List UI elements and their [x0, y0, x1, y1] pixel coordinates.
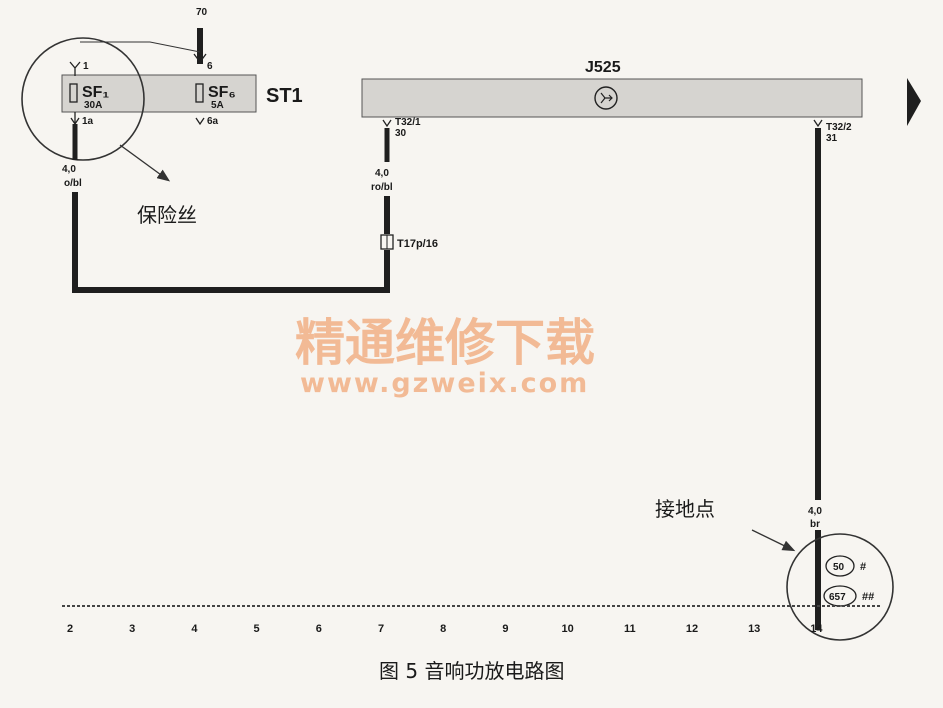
ground-point-50-id: 50 [833, 562, 845, 573]
ruler-tick-label: 6 [316, 623, 322, 635]
ground-highlight-circle [786, 533, 894, 641]
ground-point-657-id: 657 [829, 592, 846, 603]
watermark-line1: 精通维修下载 [295, 314, 595, 372]
wire-middle-gauge: 4,0 [375, 168, 389, 179]
ground-arrow [751, 529, 796, 552]
wire-top-label: 70 [196, 7, 208, 18]
wire-left-to-connector [72, 192, 390, 293]
fuse-highlight-circle [21, 37, 145, 161]
ground-point-50-mark: # [860, 561, 866, 573]
amplifier-label: J525 [585, 59, 621, 76]
pin-t32-1-num: 30 [395, 128, 407, 139]
fuse-sf1-name: SF₁ [82, 84, 109, 101]
wire-right-color: br [810, 519, 820, 530]
fuse-sf6-symbol [195, 83, 204, 103]
fuse-sf6-pin-in: 6 [207, 61, 213, 72]
ruler-tick-label: 11 [624, 623, 636, 635]
bridge-line [80, 41, 201, 53]
fuse-arrow [119, 144, 171, 182]
ruler-tick-label: 2 [67, 623, 73, 635]
ruler-ticks: 2 3 4 5 6 7 8 9 10 11 12 13 14 [67, 623, 823, 635]
amplifier-symbol-icon [594, 86, 618, 110]
fuse-sf1-pin-out: 1a [82, 116, 94, 127]
ruler-tick-label: 7 [378, 623, 384, 635]
pin-t32-1-symbol [382, 119, 392, 128]
connector-t17p-label: T17p/16 [397, 238, 438, 250]
ruler-tick-label: 14 [810, 623, 823, 635]
ruler-tick-label: 8 [440, 623, 446, 635]
amplifier-arrow-icon [600, 92, 613, 104]
pin-sf1-out-symbol [70, 112, 80, 126]
ruler-tick-label: 12 [686, 623, 698, 635]
ruler-tick-label: 3 [129, 623, 135, 635]
ground-point-657-mark: ## [862, 591, 874, 603]
pin-sf6-out-symbol [195, 117, 205, 126]
fuse-sf1-symbol [69, 83, 78, 103]
figure-caption: 图 5 音响功放电路图 [379, 659, 564, 683]
wire-middle-color: ro/bl [371, 182, 393, 193]
pin-t32-1-name: T32/1 [395, 117, 421, 128]
fuse-module-label: ST1 [266, 85, 303, 107]
ground-annotation-label: 接地点 [655, 497, 715, 521]
fuse-module-st1 [61, 74, 257, 113]
ruler-tick-label: 13 [748, 623, 760, 635]
continuation-arrow-icon [907, 78, 921, 126]
ruler-tick-label: 5 [254, 623, 260, 635]
wire-left-gauge: 4,0 [62, 164, 76, 175]
ruler-tick-label: 9 [502, 623, 508, 635]
ruler-tick-label: 10 [561, 623, 573, 635]
fuse-sf1-rating: 30A [84, 100, 102, 111]
fuse-sf6-pin-out: 6a [207, 116, 219, 127]
fuse-sf1-pin-in: 1 [83, 61, 89, 72]
pin-sf1-in-symbol [69, 61, 81, 76]
ruler-tick-label: 4 [191, 623, 198, 635]
ground-point-50 [825, 555, 855, 577]
pin-t32-2-symbol [813, 119, 823, 128]
pin-t32-2-num: 31 [826, 133, 838, 144]
pin-sf6-in-symbol [193, 53, 207, 64]
fuse-sf6-name: SF₆ [208, 84, 236, 101]
wire-right-gauge: 4,0 [808, 506, 822, 517]
wire-left-color: o/bl [64, 178, 82, 189]
pin-t32-2-name: T32/2 [826, 122, 852, 133]
fuse-sf6-rating: 5A [211, 100, 224, 111]
fuse-annotation-label: 保险丝 [137, 203, 197, 227]
watermark-line2: www.gzweix.com [300, 368, 589, 399]
